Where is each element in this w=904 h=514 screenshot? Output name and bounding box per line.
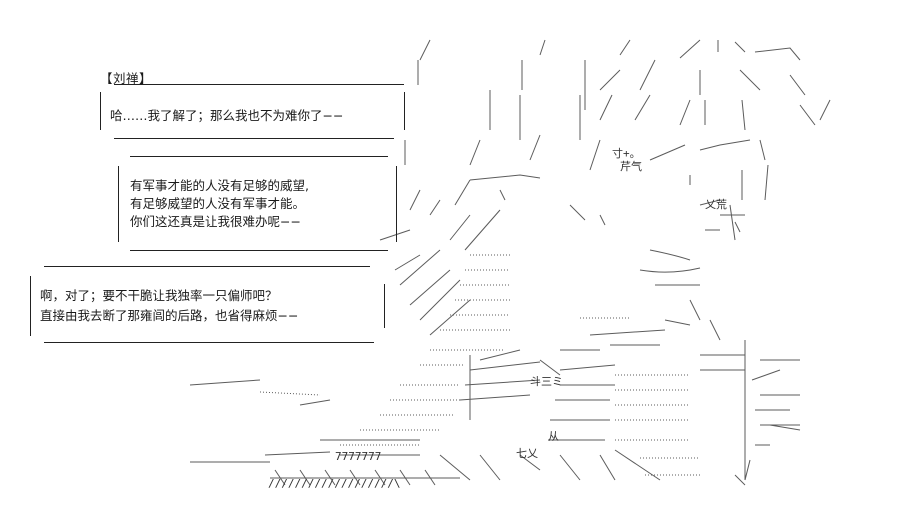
hair-strand bbox=[734, 41, 746, 53]
eyebrow-glyph: 芹气 bbox=[620, 159, 642, 173]
bubble-1-line-1: 哈……我了解了；那么我也不为难你了−− bbox=[110, 108, 344, 123]
bubble-top-border bbox=[44, 266, 370, 267]
hair-strand bbox=[819, 99, 831, 121]
slash-row-glyph: ///////////////////\ bbox=[268, 477, 400, 490]
hair-strand bbox=[754, 47, 801, 61]
bubble-left-border bbox=[30, 276, 31, 336]
hair-strand bbox=[799, 104, 816, 126]
bubble-2-line-2: 有足够威望的人没有军事才能。 bbox=[130, 196, 306, 211]
foot-glyph-2: 从 bbox=[548, 430, 559, 443]
speech-bubble-3: 啊，对了；要不干脆让我独率一只偏师吧？ 直接由我去断了那雍闾的后路，也省得麻烦−… bbox=[28, 266, 400, 346]
speech-bubble-2: 有军事才能的人没有足够的威望, 有足够威望的人没有军事才能。 你们这还真是让我很… bbox=[116, 156, 400, 252]
speaker-name: 【刘禅】 bbox=[100, 71, 153, 86]
bubble-top-border bbox=[130, 156, 388, 157]
hair-strand bbox=[619, 39, 631, 56]
foot-glyph-3: 七乂 bbox=[516, 447, 538, 460]
bubble-right-border bbox=[396, 166, 397, 242]
mouth-glyph: 寸+。 bbox=[612, 146, 641, 160]
hair-strand bbox=[539, 39, 546, 56]
hair-strand bbox=[639, 59, 656, 91]
bottom-row-glyph: 7777777 bbox=[335, 450, 381, 463]
speech-bubble-1: 哈……我了解了；那么我也不为难你了−− bbox=[98, 84, 408, 140]
hair-strand bbox=[739, 69, 761, 91]
hair-strand bbox=[599, 94, 613, 121]
bubble-2-line-1: 有军事才能的人没有足够的威望, bbox=[130, 178, 309, 193]
bubble-left-border bbox=[118, 166, 119, 242]
hair-strand bbox=[419, 39, 431, 61]
foot-glyph-1: 斗三ミ bbox=[530, 375, 563, 388]
hair-strand bbox=[741, 99, 746, 131]
bubble-bottom-border bbox=[114, 138, 394, 139]
bubble-right-border bbox=[404, 92, 405, 130]
bubble-bottom-border bbox=[44, 342, 374, 343]
hair-strand bbox=[634, 94, 651, 121]
hair-strand bbox=[789, 74, 806, 96]
bubble-2-line-3: 你们这还真是让我很难办呢−− bbox=[130, 214, 301, 229]
bubble-right-border bbox=[384, 284, 385, 328]
bubble-left-border bbox=[100, 92, 101, 130]
bubble-3-line-1: 啊，对了；要不干脆让我独率一只偏师吧？ bbox=[40, 288, 278, 303]
hair-strand bbox=[679, 99, 691, 126]
bubble-bottom-border bbox=[130, 250, 388, 251]
bubble-top-border bbox=[114, 84, 404, 85]
hair-strand bbox=[599, 69, 621, 91]
lower-glyph: 乂荒 bbox=[705, 198, 727, 211]
hair-strand bbox=[679, 39, 701, 59]
bubble-3-line-2: 直接由我去断了那雍闾的后路，也省得麻烦−− bbox=[40, 308, 299, 323]
